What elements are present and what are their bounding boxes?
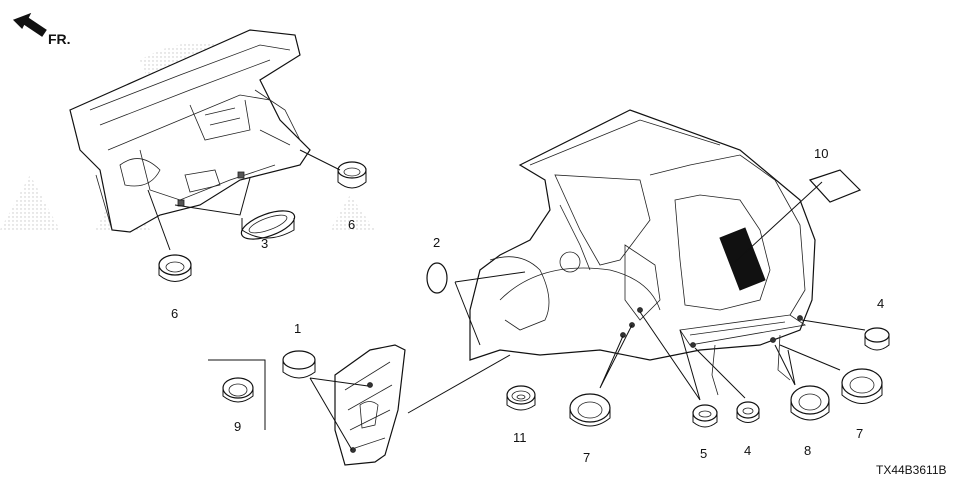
callout-9: 9 [234, 419, 241, 434]
callout-4-middle: 4 [744, 443, 751, 458]
pad-10 [808, 169, 862, 203]
callout-7-middle: 7 [583, 450, 590, 465]
label-sheet-area [719, 227, 766, 291]
callout-2: 2 [433, 235, 440, 250]
grommet-5 [692, 404, 718, 428]
callout-10: 10 [814, 146, 828, 161]
callout-8: 8 [804, 443, 811, 458]
leader-lines-dashboard [147, 149, 341, 251]
callout-5: 5 [700, 446, 707, 461]
callout-7-right: 7 [856, 426, 863, 441]
direction-label: FR. [48, 31, 71, 47]
callout-3: 3 [261, 236, 268, 251]
callout-1: 1 [294, 321, 301, 336]
plug-1 [282, 350, 316, 379]
callout-11: 11 [513, 430, 527, 445]
callout-6-lower: 6 [171, 306, 178, 321]
grommet-9 [208, 359, 266, 430]
dashboard-firewall-assembly [69, 29, 311, 233]
callout-4-right: 4 [877, 296, 884, 311]
grommet-6-upper [337, 161, 367, 189]
callout-6-upper: 6 [348, 217, 355, 232]
grommet-4-middle [736, 401, 760, 423]
rear-pillar-panel [334, 344, 406, 466]
leader-lines-rear [309, 181, 866, 451]
grommet-6-lower [158, 254, 192, 282]
grommet-11 [506, 385, 536, 411]
rear-body-structure [469, 109, 816, 396]
grommet-8 [790, 385, 830, 421]
callout-labels: 1 2 3 4 4 5 6 6 7 7 8 9 10 11 [171, 146, 884, 465]
grommet-7-middle [569, 393, 611, 427]
front-direction-arrow: FR. [12, 12, 71, 47]
part-code: TX44B3611B [876, 463, 947, 477]
grommet-3 [240, 210, 296, 240]
grommet-7-right [841, 368, 883, 404]
grommet-4-right [864, 327, 890, 351]
plug-2 [426, 262, 448, 294]
